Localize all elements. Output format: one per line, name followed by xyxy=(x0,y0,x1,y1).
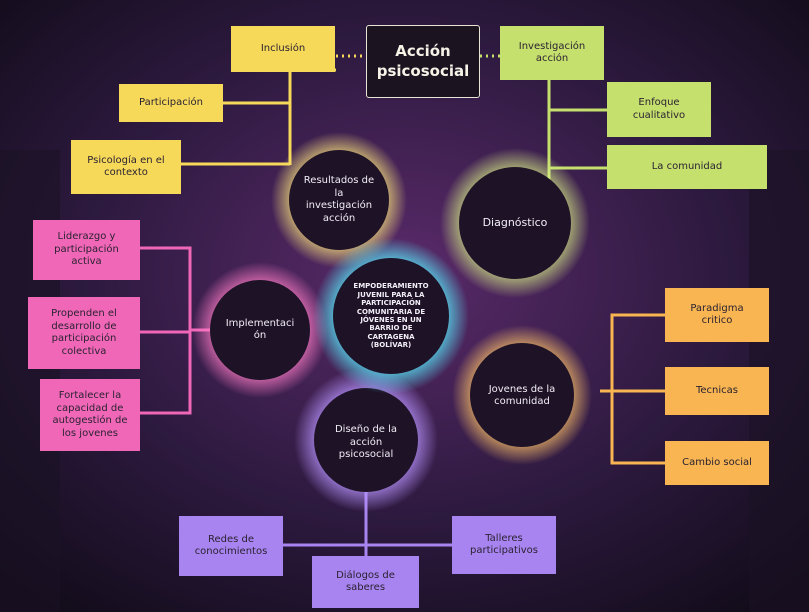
center-circle xyxy=(333,258,449,374)
leaf-tecnicas: Tecnicas xyxy=(665,367,769,415)
node-diseno-label: Diseño de la acción psicosocial xyxy=(334,424,398,461)
node-circle-diseno xyxy=(314,388,418,492)
node-diagnostico-label: Diagnóstico xyxy=(482,216,548,230)
node-resultados-label: Resultados de la investigación acción xyxy=(303,175,375,224)
leaf-cambio-social: Cambio social xyxy=(665,441,769,485)
node-jovenes-label: Jovenes de la comunidad xyxy=(488,383,556,408)
leaf-redes: Redes de conocimientos xyxy=(179,516,283,576)
leaf-psicologia: Psicología en el contexto xyxy=(71,140,181,194)
leaf-talleres: Talleres participativos xyxy=(452,516,556,574)
leaf-propenden: Propenden el desarrollo de participación… xyxy=(28,297,140,369)
node-circle-resultados xyxy=(289,150,389,250)
connectors-yellow xyxy=(180,68,336,166)
node-circle-jovenes xyxy=(470,343,574,447)
leaf-investigacion-accion: Investigación acción xyxy=(500,26,604,80)
leaf-fortalecer: Fortalecer la capacidad de autogestión d… xyxy=(40,379,140,451)
main-title: Acción psicosocial xyxy=(366,25,480,98)
node-circle-diagnostico xyxy=(459,167,571,279)
leaf-inclusion: Inclusión xyxy=(231,26,335,72)
leaf-dialogos: Diálogos de saberes xyxy=(312,556,419,608)
leaf-participacion: Participación xyxy=(119,84,223,122)
leaf-liderazgo: Liderazgo y participación activa xyxy=(33,220,140,280)
node-circle-implementacion xyxy=(210,280,310,380)
leaf-la-comunidad: La comunidad xyxy=(607,145,767,189)
connectors-orange xyxy=(600,313,665,465)
leaf-enfoque-cualitativo: Enfoque cualitativo xyxy=(607,82,711,137)
node-implementacion-label: Implementaci ón xyxy=(225,317,295,342)
center-topic: EMPODERAMIENTO JUVENIL PARA LA PARTICIPA… xyxy=(353,282,429,350)
leaf-paradigma: Paradigma critico xyxy=(665,288,769,342)
